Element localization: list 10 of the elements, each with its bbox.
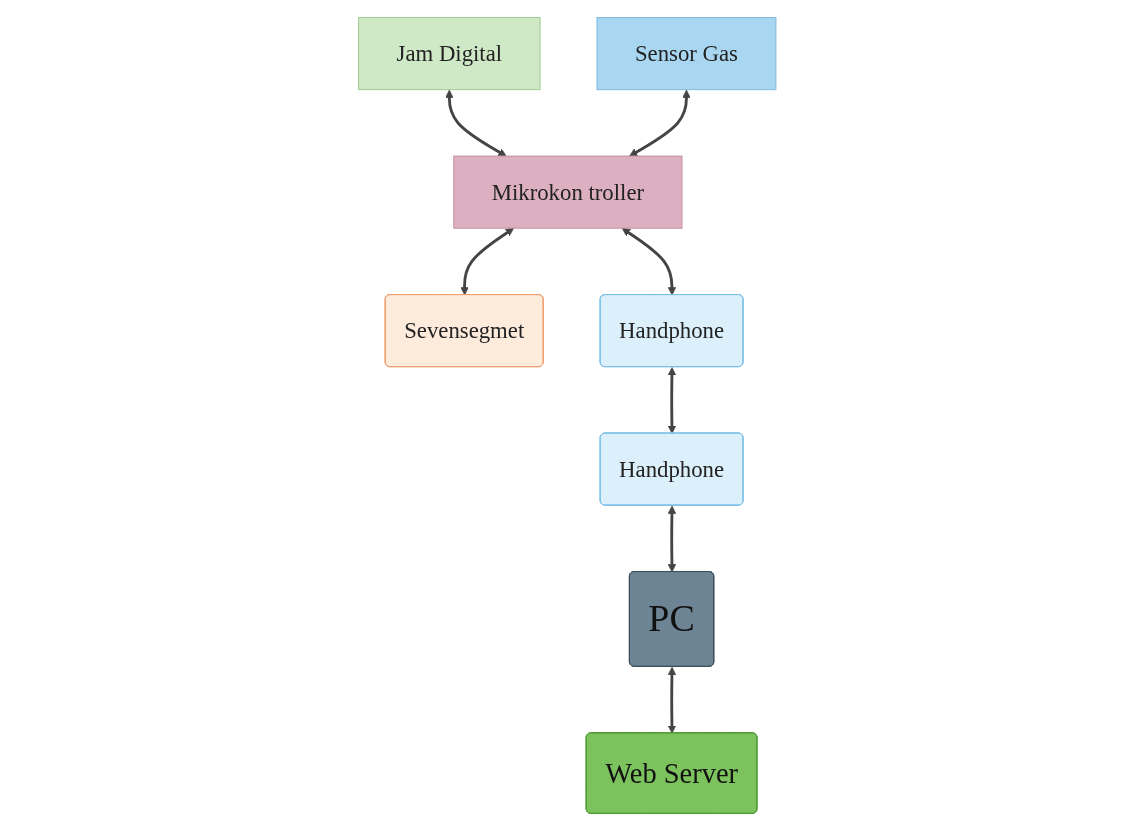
arrow [629,89,691,157]
arrow [622,228,677,296]
arrow [668,367,677,434]
node-box: Jam Digital [358,17,541,91]
node-box: Mikrokon troller [453,155,683,229]
arrow [460,228,515,296]
node-box: Sensor Gas [596,17,777,91]
arrow [668,666,677,734]
arrow [445,89,507,157]
arrow [668,505,677,573]
